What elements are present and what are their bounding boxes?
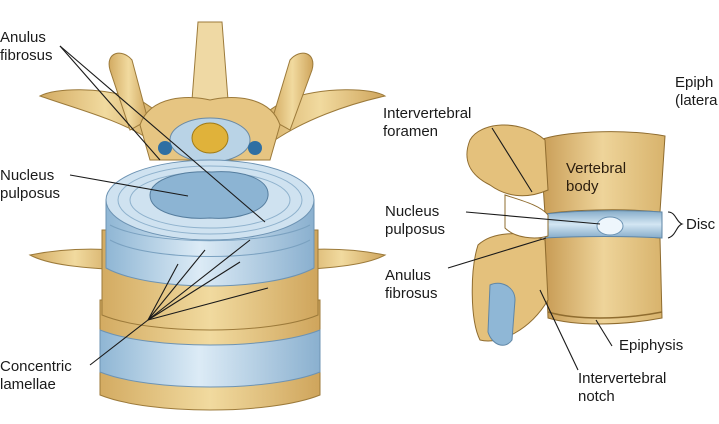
pedicle-lower bbox=[487, 282, 516, 346]
nucleus-pulposus-lateral bbox=[596, 216, 624, 236]
label-epiphysis: Epiphysis bbox=[619, 337, 683, 355]
label-intervertebral-foramen: Intervertebral foramen bbox=[383, 105, 471, 141]
label-line: Epiph bbox=[675, 74, 714, 91]
right-leader-lines bbox=[447, 127, 613, 371]
label-line: lamellae bbox=[0, 376, 56, 393]
vertebral-body-lower-lateral bbox=[544, 234, 663, 325]
label-intervertebral-notch: Intervertebral notch bbox=[578, 370, 666, 406]
anulus-ring-1 bbox=[117, 165, 303, 235]
label-vertebral-body: Vertebral body bbox=[566, 160, 626, 196]
label-concentric-lamellae: Concentric lamellae bbox=[0, 358, 72, 394]
intervertebral-foramen bbox=[504, 194, 549, 239]
label-epiphysis-lateral: Epiph (latera bbox=[675, 74, 718, 110]
vertebral-body-upper-lateral bbox=[539, 131, 666, 215]
epiphysis-rim bbox=[547, 311, 663, 319]
lamella-arc bbox=[109, 239, 311, 257]
spinous-process bbox=[191, 21, 229, 101]
articular-process-right bbox=[271, 52, 314, 131]
label-line: Intervertebral bbox=[578, 370, 667, 387]
label-anulus-fibrosus-right: Anulus fibrosus bbox=[385, 267, 438, 303]
label-line: fibrosus bbox=[0, 47, 53, 64]
label-line: Anulus bbox=[385, 267, 431, 284]
nerve-root-right bbox=[248, 141, 262, 155]
label-line: Concentric bbox=[0, 358, 72, 375]
posterior-arch-upper bbox=[466, 124, 549, 197]
label-line: Vertebral bbox=[566, 160, 627, 177]
label-line: pulposus bbox=[0, 185, 61, 202]
nerve-root-left bbox=[158, 141, 172, 155]
label-line: pulposus bbox=[385, 221, 446, 238]
label-nucleus-pulposus-left: Nucleus pulposus bbox=[0, 167, 60, 203]
lamella-arc bbox=[109, 224, 311, 242]
disc-bracket bbox=[667, 211, 684, 239]
label-line: body bbox=[566, 178, 599, 195]
label-nucleus-pulposus-right: Nucleus pulposus bbox=[385, 203, 445, 239]
label-line: Intervertebral bbox=[383, 105, 472, 122]
lower-disc-band bbox=[99, 329, 321, 388]
label-line: foramen bbox=[383, 123, 439, 140]
label-line: fibrosus bbox=[385, 285, 438, 302]
nucleus-pulposus-left bbox=[149, 171, 269, 219]
label-line: Anulus bbox=[0, 29, 46, 46]
articular-process-left bbox=[108, 52, 149, 131]
label-line: (latera bbox=[675, 92, 718, 109]
label-disc: Disc bbox=[686, 216, 715, 234]
label-line: Nucleus bbox=[385, 203, 440, 220]
label-line: Nucleus bbox=[0, 167, 55, 184]
left-leader-lines bbox=[59, 45, 269, 366]
label-line: Disc bbox=[686, 216, 716, 233]
label-line: Epiphysis bbox=[619, 337, 684, 354]
label-anulus-fibrosus-left: Anulus fibrosus bbox=[0, 29, 53, 65]
transverse-process-left-lower bbox=[28, 248, 121, 271]
label-line: notch bbox=[578, 388, 615, 405]
spinal-cord bbox=[191, 122, 229, 154]
